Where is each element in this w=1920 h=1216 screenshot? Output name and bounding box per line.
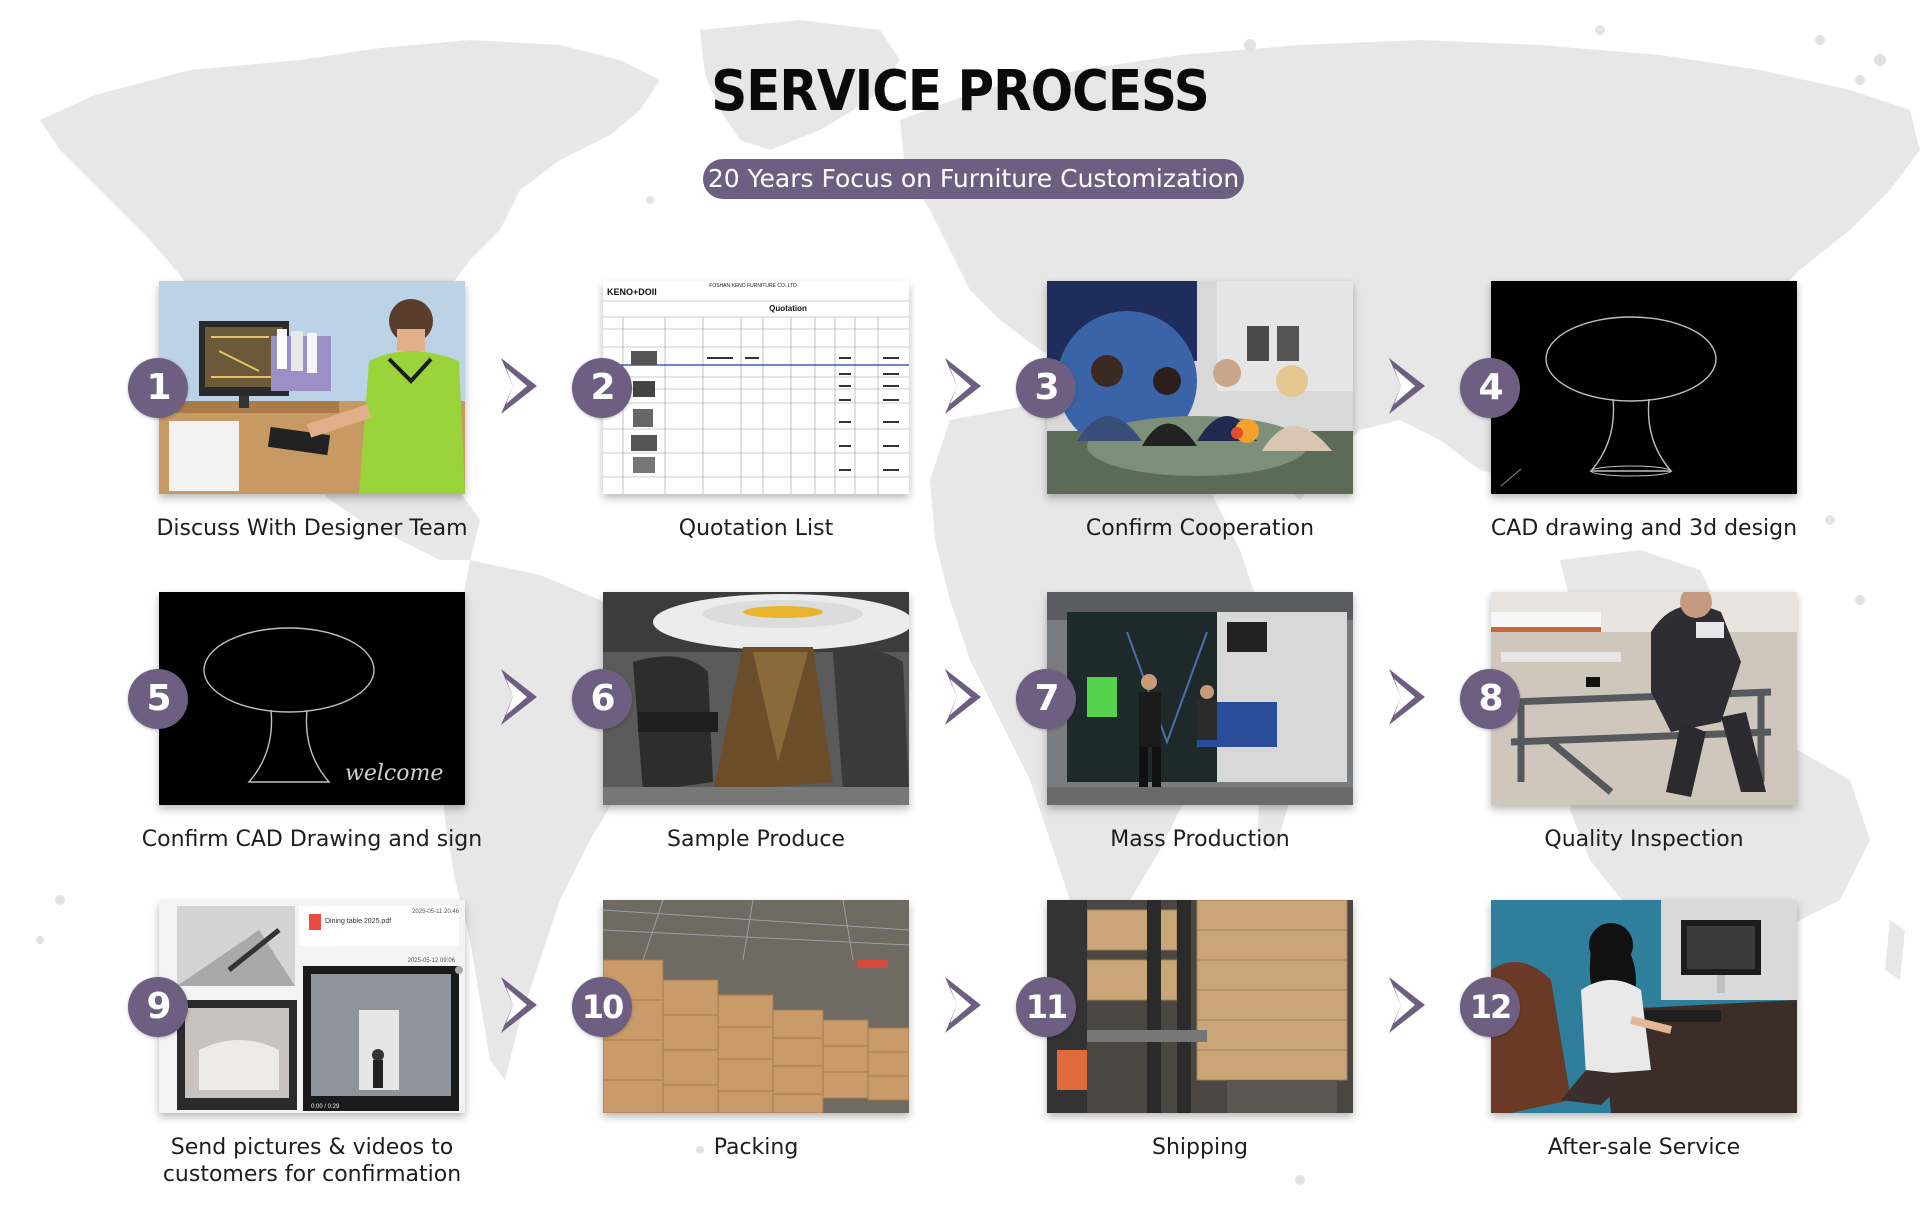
step-card-11[interactable]: 11 Shipping [1016,900,1459,1210]
chevron-right-icon [945,358,981,414]
step-card-9[interactable]: Dining table 2025.pdf 2025-05-11 20:46 2… [128,900,571,1210]
step-card-6[interactable]: 6 Sample Produce [572,592,1015,902]
step-photo-quality-inspection [1491,592,1797,805]
step-card-2[interactable]: KENO+DOII FOSHAN KENO FURNITURE CO.,LTD … [572,281,1015,591]
step-card-7[interactable]: 7 Mass Production [1016,592,1459,902]
chevron-right-icon [501,669,537,725]
step-number-badge: 8 [1460,669,1520,729]
chat-timestamp-2: 2025-05-12 09:06 [408,958,456,964]
step-caption: After-sale Service [1547,1135,1741,1160]
step-caption: Packing [713,1135,799,1160]
step-number-badge: 1 [128,358,188,418]
step-photo-after-sale [1491,900,1797,1113]
cad-welcome-text: welcome [345,761,443,786]
chevron-right-icon [1389,358,1425,414]
step-photo-confirm-cooperation [1047,281,1353,494]
page-title: SERVICE PROCESS [711,58,1210,124]
chevron-right-icon [945,977,981,1033]
step-number-badge: 7 [1016,669,1076,729]
chevron-right-icon [945,669,981,725]
step-card-10[interactable]: 10 Packing [572,900,1015,1210]
step-number-badge: 4 [1460,358,1520,418]
step-photo-quotation-list: KENO+DOII FOSHAN KENO FURNITURE CO.,LTD … [603,281,909,494]
subtitle-badge: 20 Years Focus on Furniture Customizatio… [703,159,1244,199]
step-photo-packing [603,900,909,1113]
step-caption: Send pictures & videos to customers for … [162,1135,462,1187]
step-photo-confirm-cad: welcome [159,592,465,805]
step-caption: Quotation List [678,516,834,541]
step-caption: Confirm CAD Drawing and sign [141,827,483,852]
step-caption: Mass Production [1110,827,1290,852]
step-number-badge: 10 [572,977,632,1037]
step-caption: CAD drawing and 3d design [1490,516,1798,541]
step-number-badge: 2 [572,358,632,418]
step-card-8[interactable]: 8 Quality Inspection [1460,592,1903,902]
chevron-right-icon [501,977,537,1033]
step-caption: Shipping [1152,1135,1248,1160]
step-photo-shipping [1047,900,1353,1113]
step-card-5[interactable]: welcome 5 Confirm CAD Drawing and sign [128,592,571,902]
quotation-logo: KENO+DOII [607,287,657,297]
chat-file-name: Dining table 2025.pdf [325,918,391,925]
step-caption: Quality Inspection [1544,827,1744,852]
chat-video-time: 0:00 / 0:29 [311,1104,340,1110]
step-card-3[interactable]: 3 Confirm Cooperation [1016,281,1459,591]
step-card-12[interactable]: 12 After-sale Service [1460,900,1903,1210]
step-number-badge: 3 [1016,358,1076,418]
step-photo-mass-production [1047,592,1353,805]
step-photo-send-pictures: Dining table 2025.pdf 2025-05-11 20:46 2… [159,900,465,1113]
step-number-badge: 11 [1016,977,1076,1037]
quotation-heading: Quotation [769,304,807,313]
step-caption: Confirm Cooperation [1085,516,1315,541]
step-number-badge: 6 [572,669,632,729]
chevron-right-icon [501,358,537,414]
step-card-4[interactable]: 4 CAD drawing and 3d design [1460,281,1903,591]
chat-timestamp-1: 2025-05-11 20:46 [412,909,460,915]
step-number-badge: 5 [128,669,188,729]
chevron-right-icon [1389,669,1425,725]
step-caption: Sample Produce [667,827,845,852]
step-card-1[interactable]: 1 Discuss With Designer Team [128,281,571,591]
step-number-badge: 9 [128,977,188,1037]
chevron-right-icon [1389,977,1425,1033]
step-photo-cad-drawing [1491,281,1797,494]
quotation-company: FOSHAN KENO FURNITURE CO.,LTD [709,283,797,289]
step-photo-designer-team [159,281,465,494]
step-caption: Discuss With Designer Team [156,516,468,541]
step-photo-sample-produce [603,592,909,805]
step-number-badge: 12 [1460,977,1520,1037]
